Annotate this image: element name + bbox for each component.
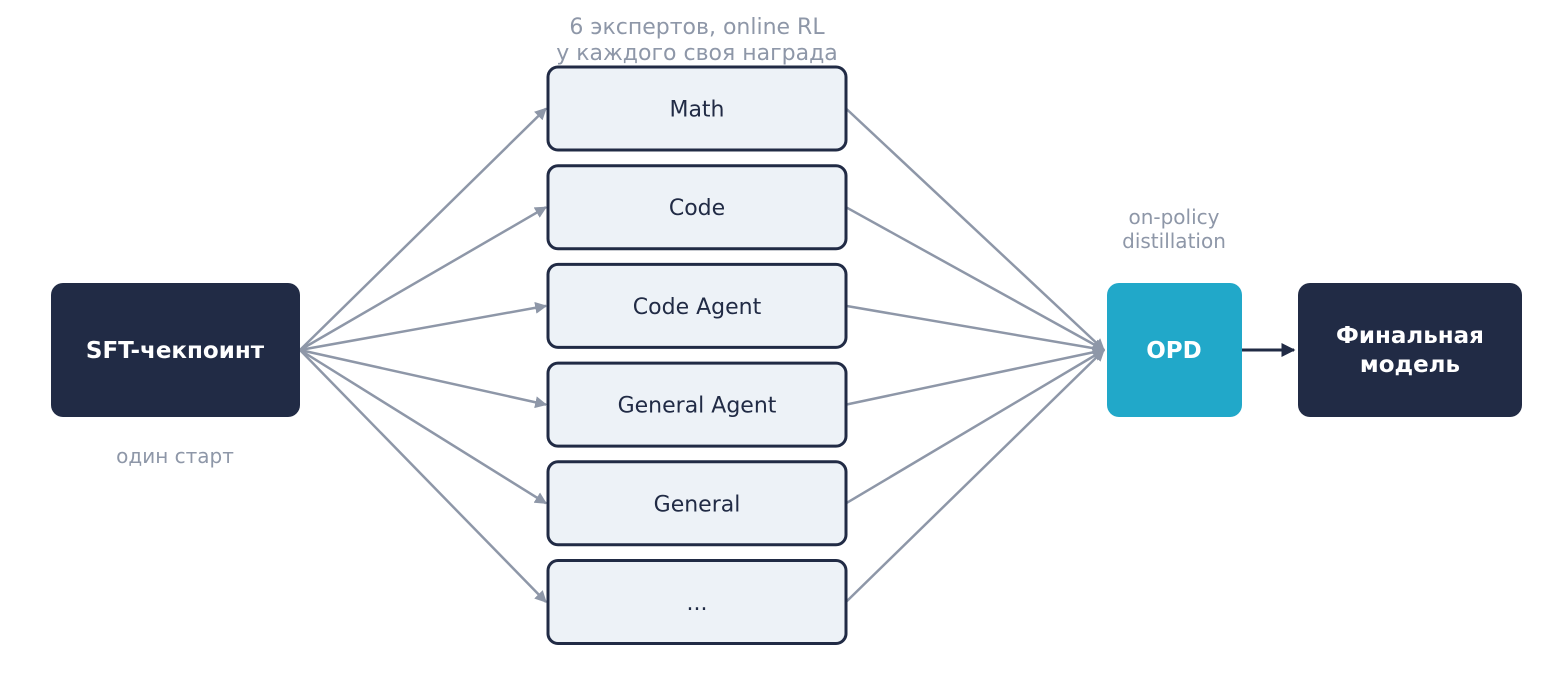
expert-box — [546, 262, 848, 349]
final-model-node: Финальная модель — [1298, 283, 1522, 417]
arrow-from-expert-1 — [845, 107, 1105, 351]
final-model-label-line-2: модель — [1360, 352, 1460, 378]
arrow-to-expert-2 — [299, 206, 548, 352]
expert-to-opd-arrows — [845, 107, 1106, 603]
expert-label: General Agent — [618, 394, 777, 419]
opd-caption-line-1: on-policy — [1128, 205, 1219, 229]
arrow-from-expert-2 — [845, 206, 1106, 352]
arrow-to-expert-6 — [299, 349, 547, 603]
experts-caption-line-1: 6 экспертов, online RL — [569, 15, 825, 40]
final-model-label-line-1: Финальная — [1336, 323, 1484, 349]
opd-caption-line-2: distillation — [1122, 229, 1226, 253]
expert-node-3: Code Agent — [546, 262, 848, 349]
expert-node-4: General Agent — [546, 361, 848, 448]
sft-checkpoint-caption: один старт — [116, 444, 234, 468]
arrow-to-expert-4 — [299, 348, 548, 409]
arrow-to-expert-5 — [299, 348, 548, 505]
sft-checkpoint-node: SFT-чекпоинт — [51, 283, 300, 417]
expert-node-1: Math — [546, 65, 848, 152]
arrow-from-expert-6 — [845, 349, 1105, 603]
arrow-to-expert-3 — [299, 301, 548, 352]
expert-node-5: General — [546, 460, 848, 547]
arrow-from-expert-3 — [845, 304, 1106, 355]
expert-label: Math — [669, 98, 724, 123]
arrow-from-expert-5 — [845, 348, 1106, 505]
expert-label: Code Agent — [633, 295, 762, 320]
expert-box — [546, 164, 848, 251]
arrow-from-expert-4 — [845, 346, 1106, 406]
expert-box — [546, 460, 848, 547]
expert-label: Code — [669, 196, 725, 221]
experts-caption-line-2: у каждого своя награда — [556, 41, 838, 66]
opd-node: OPD — [1107, 283, 1242, 417]
opd-label: OPD — [1146, 338, 1202, 364]
expert-label: ... — [687, 591, 708, 616]
arrow-to-expert-1 — [299, 107, 547, 351]
sft-checkpoint-label: SFT-чекпоинт — [86, 338, 265, 364]
expert-box — [546, 559, 848, 645]
expert-box — [546, 361, 848, 448]
expert-node-2: Code — [546, 164, 848, 251]
expert-label: General — [654, 492, 741, 517]
source-to-expert-arrows — [299, 107, 548, 603]
expert-box — [546, 65, 848, 152]
expert-node-6: ... — [546, 559, 848, 645]
